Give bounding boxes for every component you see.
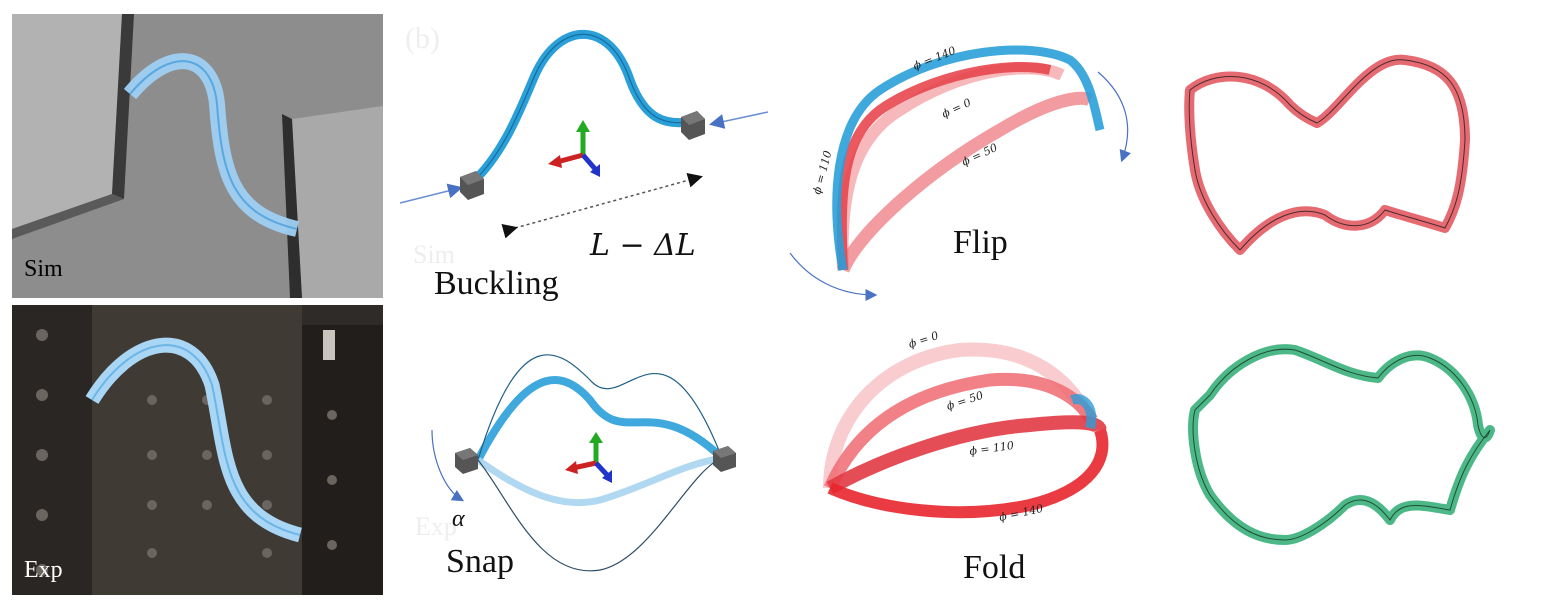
ghost-exp-label: Exp — [415, 512, 457, 541]
flip-label: Flip — [953, 224, 1008, 261]
buckling-label: Buckling — [434, 265, 559, 302]
sim-label: Sim — [24, 256, 63, 282]
flip-diagram: ϕ = 140 ϕ = 0 ϕ = 50 ϕ = 110 — [789, 44, 1131, 301]
fold-label: Fold — [963, 549, 1026, 586]
flip-angle-110: ϕ = 110 — [810, 149, 834, 196]
sim-render-image — [12, 14, 383, 298]
clamp-left — [460, 171, 484, 200]
clamp-right — [681, 111, 705, 140]
fold-angle-110: ϕ = 110 — [969, 439, 1015, 458]
exp-photo-panel: Exp — [12, 305, 383, 595]
fold-angle-0: ϕ = 0 — [907, 329, 940, 351]
flip-angle-140: ϕ = 140 — [911, 44, 957, 73]
snap-clamp-left — [455, 448, 478, 474]
buckling-diagram — [399, 29, 769, 239]
panel-label-b: (b) — [405, 22, 440, 55]
fold-diagram: ϕ = 0 ϕ = 50 ϕ = 110 ϕ = 140 — [823, 329, 1109, 524]
alpha-label: α — [452, 506, 465, 532]
snap-axis-triad — [565, 432, 612, 483]
sim-render-panel: Sim — [12, 14, 383, 298]
snap-diagram — [431, 354, 736, 572]
exp-photo-image — [12, 305, 383, 595]
fold-crosssection-shape — [1188, 344, 1495, 545]
length-label: L − ΔL — [590, 228, 696, 263]
exp-label: Exp — [24, 557, 63, 583]
snap-clamp-right — [713, 446, 736, 472]
ghost-sim-label: Sim — [413, 240, 455, 269]
axis-triad — [548, 120, 600, 177]
snap-label: Snap — [446, 543, 514, 580]
flip-angle-0: ϕ = 0 — [940, 96, 973, 121]
flip-crosssection-shape — [1184, 54, 1470, 255]
